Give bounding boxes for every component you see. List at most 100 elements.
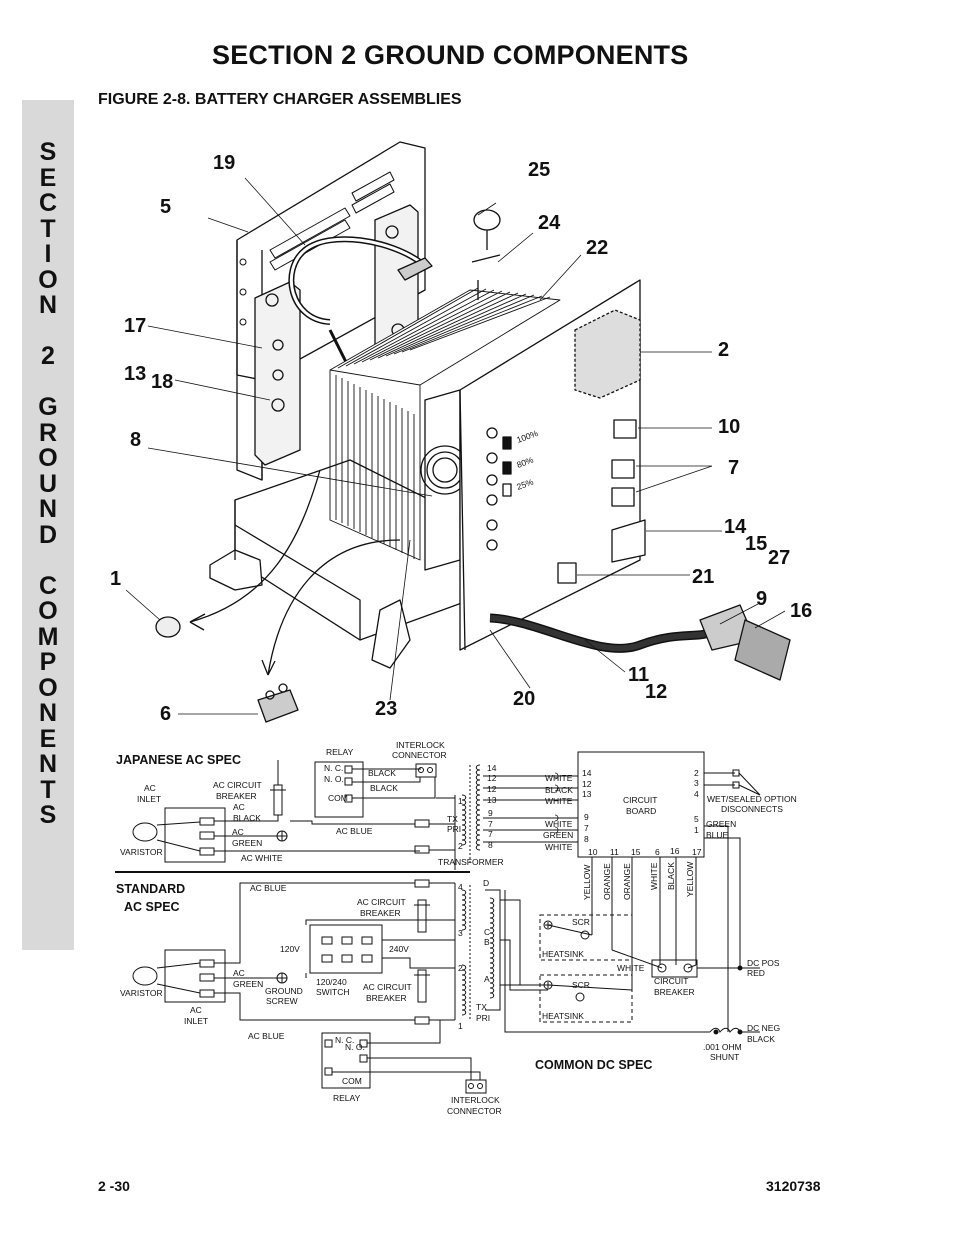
v120-label: 120V bbox=[280, 944, 300, 954]
figure-title: FIGURE 2-8. BATTERY CHARGER ASSEMBLIES bbox=[98, 91, 462, 108]
side-tab-letter: C bbox=[38, 571, 58, 600]
interlock-label: INTERLOCK bbox=[396, 740, 445, 750]
heatsink-label: HEATSINK bbox=[542, 949, 584, 959]
board-pin: 3 bbox=[694, 778, 699, 788]
callout-numbers: 19 25 5 24 22 17 2 13 18 10 8 7 14 15 27… bbox=[110, 152, 812, 725]
no-label: N. O. bbox=[324, 774, 344, 784]
standard-ac-spec-heading-2: AC SPEC bbox=[124, 900, 180, 914]
board-pin: 9 bbox=[584, 812, 589, 822]
board-pin: 6 bbox=[655, 847, 660, 857]
wire-black: BLACK bbox=[370, 783, 398, 793]
wire-white: WHITE bbox=[617, 963, 645, 973]
board-pin: 11 bbox=[610, 847, 619, 857]
callout: 17 bbox=[124, 315, 146, 337]
circuit-board-label-2: BOARD bbox=[626, 806, 656, 816]
scr-label: SCR bbox=[572, 980, 590, 990]
pri-pin: 3 bbox=[458, 928, 463, 938]
ac-blue-label: AC BLUE bbox=[250, 883, 287, 893]
connector-label: CONNECTOR bbox=[392, 750, 447, 760]
shunt-label: .001 OHM bbox=[703, 1042, 742, 1052]
side-tab-letter: I bbox=[44, 240, 52, 268]
side-tab-letter: N bbox=[38, 699, 58, 727]
callout: 1 bbox=[110, 568, 121, 590]
board-pin: 17 bbox=[692, 847, 702, 857]
callout: 18 bbox=[151, 371, 173, 393]
dc-pos-label: DC POS bbox=[747, 958, 780, 968]
connector-label: CONNECTOR bbox=[447, 1106, 502, 1116]
charger-exploded-drawing bbox=[125, 141, 791, 723]
callout: 13 bbox=[124, 363, 146, 385]
no-label: N. O. bbox=[345, 1042, 365, 1052]
tx-label: TX bbox=[447, 814, 458, 824]
callout: 11 bbox=[628, 664, 649, 686]
callout: 21 bbox=[692, 566, 714, 588]
callout: 27 bbox=[768, 547, 790, 569]
standard-ac-spec-heading: STANDARD bbox=[116, 882, 185, 896]
side-tab-letter: N bbox=[38, 291, 58, 319]
board-pin: 7 bbox=[584, 823, 589, 833]
heatsink-label: HEATSINK bbox=[542, 1011, 584, 1021]
tx-pin: 12 bbox=[487, 773, 497, 783]
scr-label: SCR bbox=[572, 917, 590, 927]
pri-pin: 4 bbox=[458, 882, 463, 892]
circuit-breaker-label-2: BREAKER bbox=[654, 987, 695, 997]
ac-label: AC bbox=[233, 968, 245, 978]
wire-black: BLACK bbox=[545, 785, 573, 795]
interlock-label: INTERLOCK bbox=[451, 1095, 500, 1105]
dc-neg-label: DC NEG bbox=[747, 1023, 780, 1033]
side-tab-letter: U bbox=[38, 469, 58, 498]
callout: 16 bbox=[790, 600, 812, 622]
callout: 15 bbox=[745, 533, 767, 555]
tx-pin: 13 bbox=[487, 795, 497, 805]
wire-yellow: YELLOW bbox=[685, 862, 695, 897]
sec-b: B bbox=[484, 937, 490, 947]
circuit-board-label: CIRCUIT bbox=[623, 795, 657, 805]
pri-pin: 2 bbox=[458, 841, 463, 851]
wire-blue: BLUE bbox=[706, 830, 729, 840]
relay-label: RELAY bbox=[326, 747, 354, 757]
transformer-label: TRANSFORMER bbox=[438, 857, 504, 867]
tx-pin: 7 bbox=[488, 829, 493, 839]
pri-pin: 2 bbox=[458, 963, 463, 973]
wire-orange: ORANGE bbox=[602, 863, 612, 900]
ac-white-label: AC WHITE bbox=[241, 853, 283, 863]
side-tab-letter: O bbox=[38, 265, 58, 294]
side-tab-letter: S bbox=[39, 138, 57, 166]
wire-orange: ORANGE bbox=[622, 863, 632, 900]
tx-pin: 9 bbox=[488, 808, 493, 818]
callout: 9 bbox=[756, 588, 767, 610]
ac-circuit-label: AC CIRCUIT bbox=[363, 982, 412, 992]
com-label: COM bbox=[328, 793, 348, 803]
relay-label: RELAY bbox=[333, 1093, 361, 1103]
board-pin: 15 bbox=[631, 847, 641, 857]
board-pin: 12 bbox=[582, 779, 592, 789]
callout: 6 bbox=[160, 703, 171, 725]
pri-pin: 1 bbox=[458, 1021, 463, 1031]
board-pin: 8 bbox=[584, 834, 589, 844]
tx-label: TX bbox=[476, 1002, 487, 1012]
screw-label: SCREW bbox=[266, 996, 298, 1006]
switch-label-2: SWITCH bbox=[316, 987, 350, 997]
wire-white: WHITE bbox=[649, 862, 659, 890]
board-pin: 16 bbox=[670, 846, 680, 856]
tx-pin: 12 bbox=[487, 784, 497, 794]
side-tab-letter: M bbox=[37, 622, 59, 651]
board-pin: 2 bbox=[694, 768, 699, 778]
breaker-label: BREAKER bbox=[216, 791, 257, 801]
side-tab-letter: N bbox=[38, 495, 58, 523]
page-number: 2 -30 bbox=[98, 1178, 130, 1194]
tx-pin: 14 bbox=[487, 763, 497, 773]
japanese-ac-spec-heading: JAPANESE AC SPEC bbox=[116, 753, 241, 767]
inlet-label: INLET bbox=[184, 1016, 208, 1026]
section-title: SECTION 2 GROUND COMPONENTS bbox=[212, 40, 689, 70]
sec-a: A bbox=[484, 974, 490, 984]
ac-green-label: GREEN bbox=[233, 979, 263, 989]
varistor-label: VARISTOR bbox=[120, 988, 163, 998]
callout: 8 bbox=[130, 429, 141, 451]
side-tab-letter: O bbox=[38, 444, 58, 472]
wire-white: WHITE bbox=[545, 773, 573, 783]
ac-label: AC bbox=[232, 827, 244, 837]
